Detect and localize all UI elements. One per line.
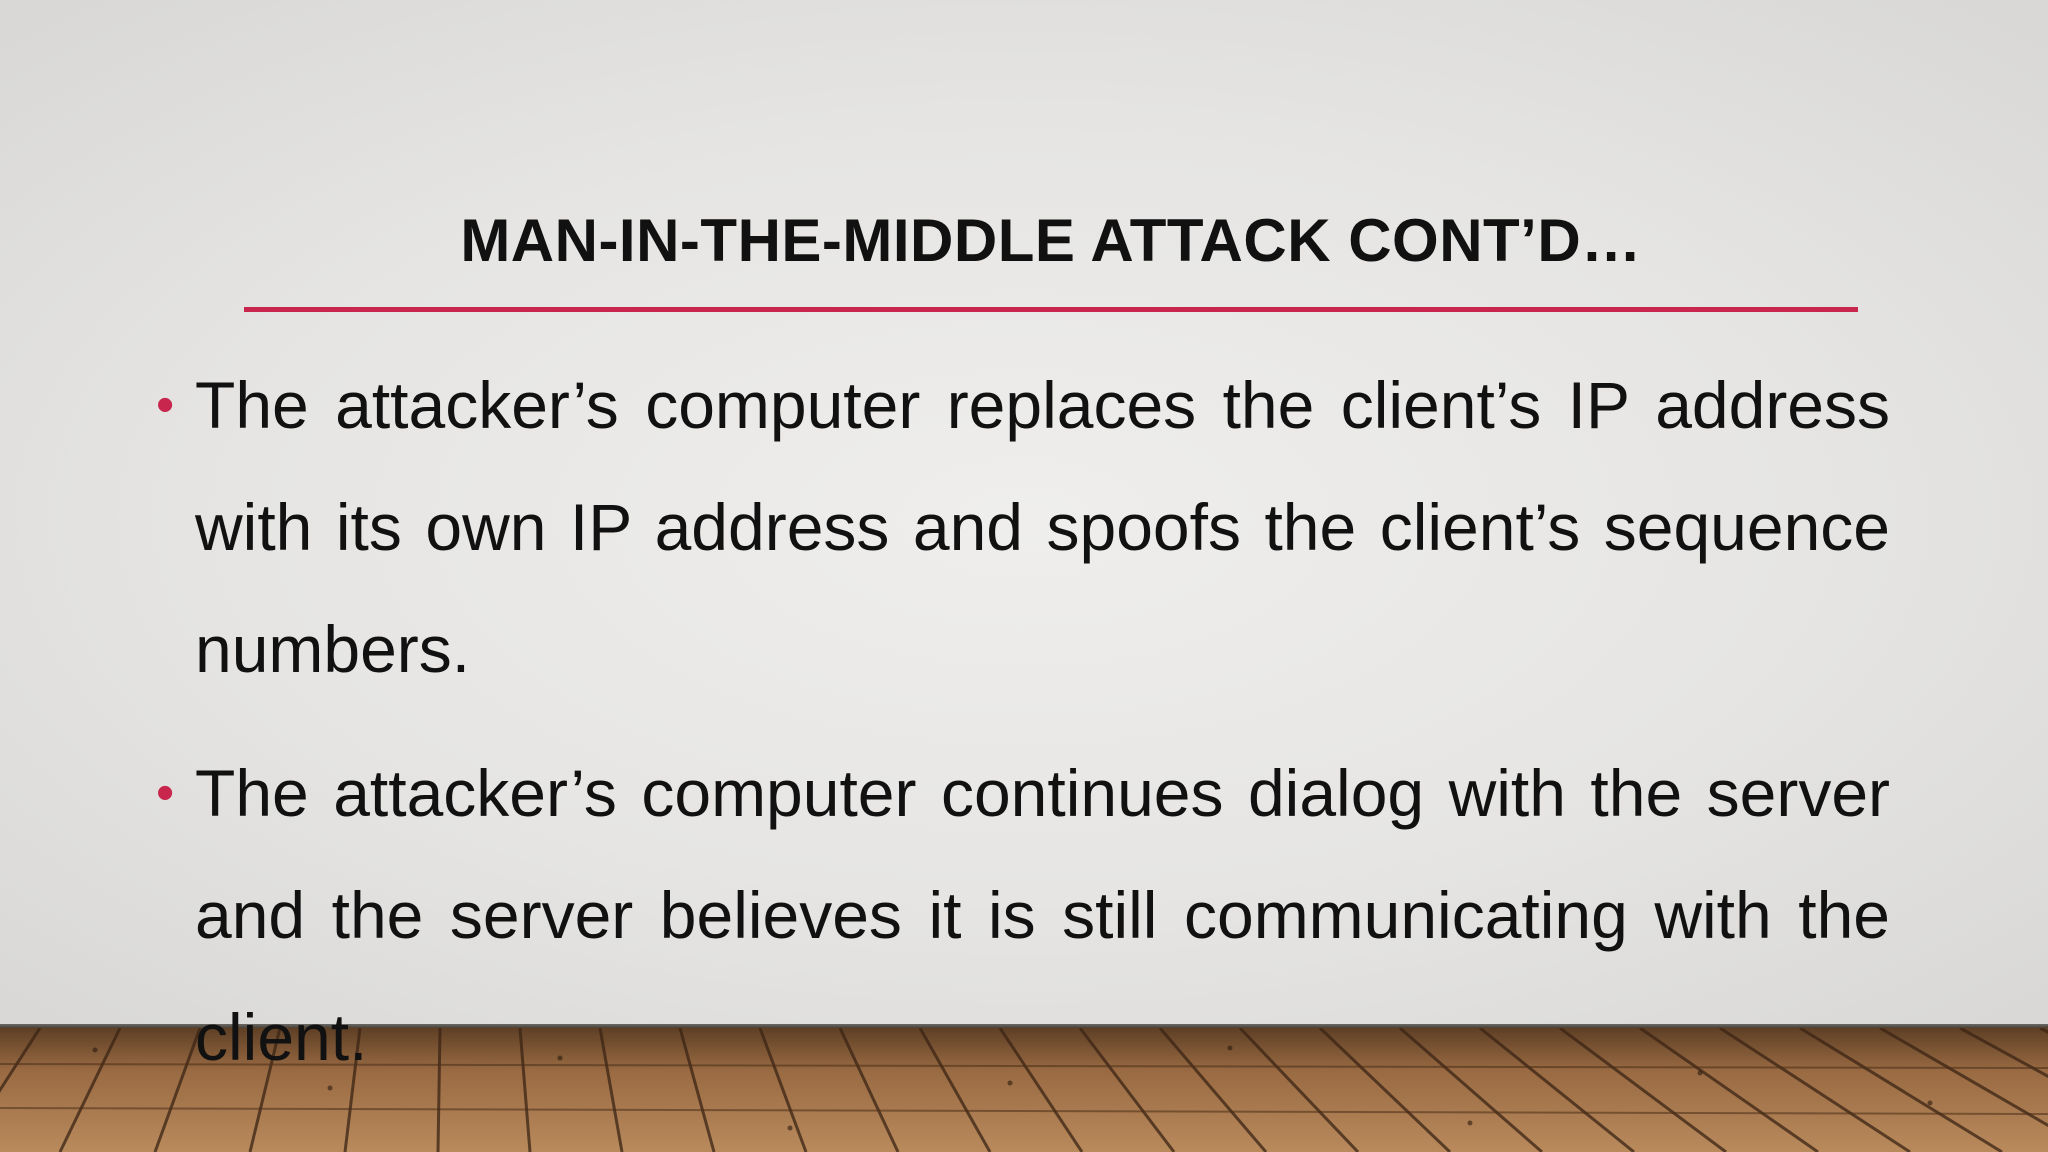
slide-title: MAN-IN-THE-MIDDLE ATTACK CONT’D…	[460, 207, 1642, 274]
list-item: • The attacker’s computer continues dial…	[150, 732, 1890, 1098]
bullet-text: The attacker’s computer replaces the cli…	[195, 368, 1890, 686]
bullet-icon: •	[156, 764, 175, 822]
floor-edge	[0, 1024, 2048, 1030]
title-underline	[244, 307, 1858, 312]
bullet-icon: •	[156, 376, 175, 434]
bullet-text: The attacker’s computer continues dialog…	[195, 756, 1890, 1074]
wooden-floor	[0, 1028, 2048, 1152]
list-item: • The attacker’s computer replaces the c…	[150, 344, 1890, 710]
bullet-list: • The attacker’s computer replaces the c…	[150, 344, 1890, 1120]
